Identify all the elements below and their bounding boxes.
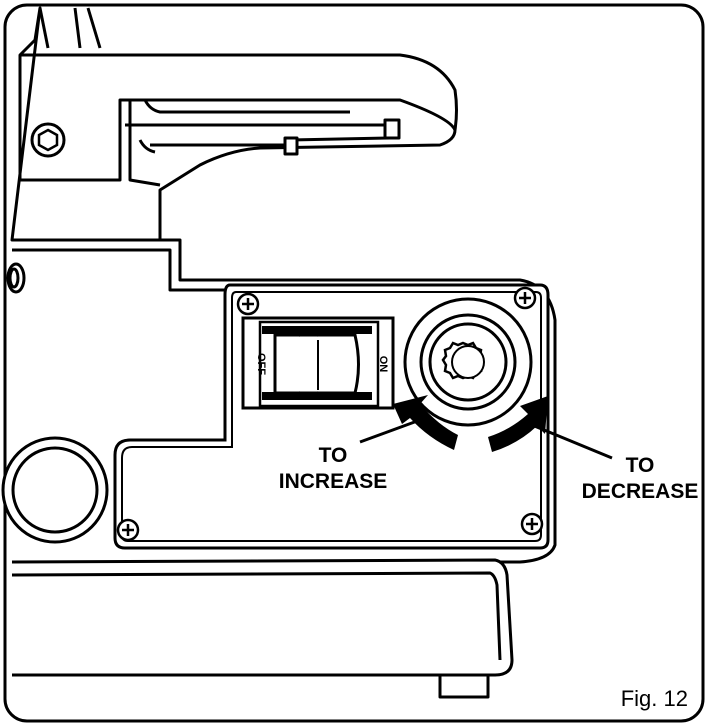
decrease-label-line1: TO — [626, 454, 655, 477]
power-rocker-switch[interactable] — [241, 316, 395, 410]
switch-on-label: ON — [377, 356, 389, 373]
switch-off-label: OFF — [255, 353, 267, 375]
hex-bolt-icon — [30, 122, 66, 158]
increase-label-line1: TO — [319, 444, 348, 467]
figure-label: Fig. 12 — [621, 686, 688, 711]
increase-label-line2: INCREASE — [279, 470, 388, 493]
decrease-leader-line — [531, 423, 613, 460]
side-knob — [6, 262, 26, 294]
speed-control-knob[interactable] — [403, 297, 533, 427]
decrease-label-line2: DECREASE — [582, 480, 699, 503]
rotation-arrow-icon — [393, 395, 548, 452]
increase-leader-line — [359, 418, 421, 444]
saw-base — [11, 558, 514, 699]
dust-port — [1, 436, 109, 544]
upper-arm — [10, 6, 458, 242]
phillips-screw-icon — [116, 286, 544, 542]
